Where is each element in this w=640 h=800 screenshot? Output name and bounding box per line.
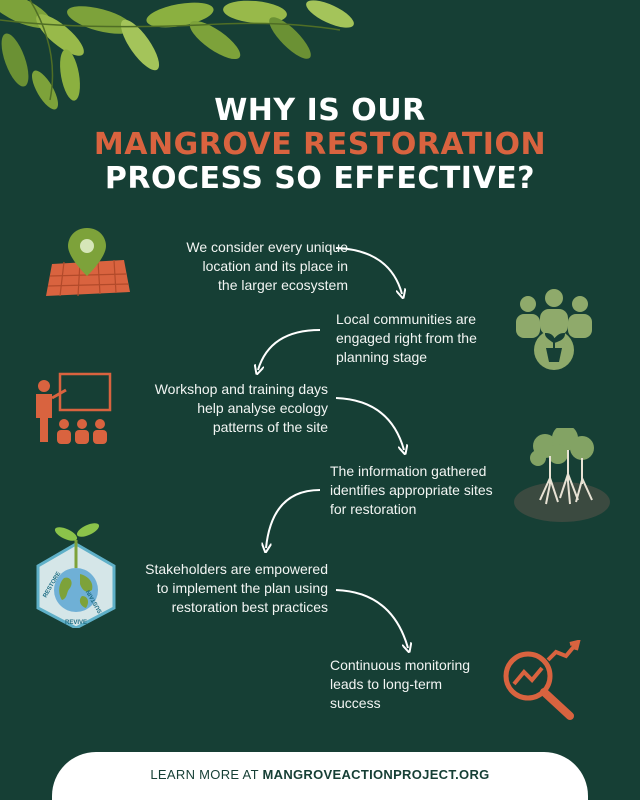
- footer-panel: [52, 752, 588, 800]
- community-plant-icon: [516, 289, 592, 370]
- step-1-line: the larger ecosystem: [218, 277, 348, 293]
- step-4-line: for restoration: [330, 501, 417, 517]
- step-2-text: Local communities are engaged right from…: [336, 310, 516, 367]
- arrow-2: [258, 329, 321, 370]
- teacher-whiteboard-icon: [36, 372, 112, 444]
- step-4-line: identifies appropriate sites: [330, 482, 493, 498]
- step-6-line: success: [330, 695, 381, 711]
- step-6-line: leads to long-term: [330, 676, 443, 692]
- step-5-line: Stakeholders are empowered: [145, 561, 328, 577]
- title-line-3: PROCESS SO EFFECTIVE?: [104, 161, 536, 196]
- step-1-line: location and its place in: [202, 258, 348, 274]
- step-1-line: We consider every unique: [186, 239, 348, 255]
- mangrove-tree-icon: [514, 428, 610, 522]
- step-6-text: Continuous monitoring leads to long-term…: [330, 656, 500, 713]
- map-pin-icon: [46, 228, 130, 297]
- step-6-line: Continuous monitoring: [330, 657, 471, 673]
- step-3-line: patterns of the site: [212, 419, 328, 435]
- page-title: WHY IS OUR MANGROVE RESTORATION PROCESS …: [0, 94, 640, 196]
- globe-badge-icon: RESTORE REVIVE SUSTAIN: [36, 523, 116, 628]
- step-2-line: planning stage: [336, 349, 428, 365]
- step-3-line: help analyse ecology: [197, 400, 328, 416]
- title-line-2: MANGROVE RESTORATION: [93, 127, 547, 162]
- step-3-text: Workshop and training days help analyse …: [120, 380, 328, 437]
- step-5-line: to implement the plan using: [156, 580, 328, 596]
- step-1-text: We consider every unique location and it…: [140, 238, 348, 295]
- leaves-decoration: [0, 0, 354, 110]
- step-2-line: Local communities are: [336, 311, 477, 327]
- arrow-5: [335, 589, 408, 648]
- arrow-3: [335, 397, 404, 450]
- step-5-text: Stakeholders are empowered to implement …: [118, 560, 328, 617]
- footer-url[interactable]: MANGROVEACTIONPROJECT.ORG: [262, 767, 490, 782]
- step-4-text: The information gathered identifies appr…: [330, 462, 520, 519]
- footer-link[interactable]: LEARN MORE AT MANGROVEACTIONPROJECT.ORG: [0, 767, 640, 782]
- title-line-1: WHY IS OUR: [214, 93, 426, 128]
- magnifier-growth-icon: [503, 640, 581, 720]
- step-3-line: Workshop and training days: [154, 381, 328, 397]
- step-5-line: restoration best practices: [171, 599, 328, 615]
- arrow-4: [266, 489, 321, 548]
- step-2-line: engaged right from the: [336, 330, 477, 346]
- arrow-1: [335, 247, 402, 294]
- badge-bottom-text: REVIVE: [65, 620, 87, 626]
- step-4-line: The information gathered: [330, 463, 487, 479]
- footer-prefix: LEARN MORE AT: [150, 767, 263, 782]
